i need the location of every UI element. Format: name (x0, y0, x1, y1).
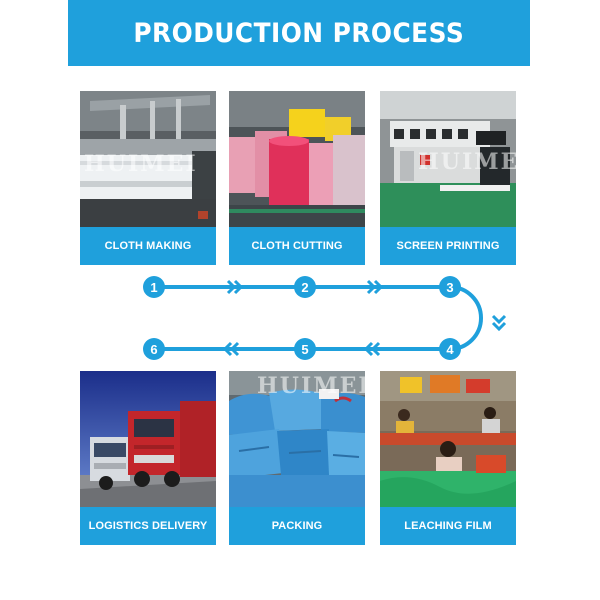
step-label: CLOTH CUTTING (229, 227, 365, 265)
step-number-5: 5 (294, 338, 316, 360)
step-number-1: 1 (143, 276, 165, 298)
step-card-leaching-film: LEACHING FILM (380, 371, 516, 545)
fabric-rolls-photo (229, 91, 365, 227)
step-label: SCREEN PRINTING (380, 227, 516, 265)
svg-text:6: 6 (150, 342, 157, 357)
printing-machine-photo: HUIMEI (380, 91, 516, 227)
header-banner: PRODUCTION PROCESS (68, 0, 530, 66)
step-card-logistics-delivery: LOGISTICS DELIVERY (80, 371, 216, 545)
step-card-packing: HUIMEI PACKING (229, 371, 365, 545)
svg-text:1: 1 (150, 280, 157, 295)
workers-sewing-photo (380, 371, 516, 507)
step-card-screen-printing: HUIMEI SCREEN PRINTING (380, 91, 516, 265)
flow-chevron-icon (222, 279, 507, 357)
step-label: LOGISTICS DELIVERY (80, 507, 216, 545)
page-title: PRODUCTION PROCESS (133, 17, 465, 49)
step-card-cloth-making: HUIMEI CLOTH MAKING (80, 91, 216, 265)
step-label: PACKING (229, 507, 365, 545)
svg-text:4: 4 (446, 342, 454, 357)
step-label: CLOTH MAKING (80, 227, 216, 265)
svg-text:3: 3 (446, 280, 453, 295)
step-card-cloth-cutting: CLOTH CUTTING (229, 91, 365, 265)
watermark: HUIMEI (84, 151, 198, 177)
packed-bales-photo: HUIMEI (229, 371, 365, 507)
step-number-6: 6 (143, 338, 165, 360)
svg-text:2: 2 (301, 280, 308, 295)
step-number-4: 4 (439, 338, 461, 360)
svg-text:5: 5 (301, 342, 308, 357)
delivery-trucks-photo (80, 371, 216, 507)
watermark: HUIMEI (418, 149, 516, 175)
nonwoven-machine-photo: HUIMEI (80, 91, 216, 227)
step-label: LEACHING FILM (380, 507, 516, 545)
watermark: HUIMEI (257, 373, 365, 399)
step-number-3: 3 (439, 276, 461, 298)
step-number-2: 2 (294, 276, 316, 298)
